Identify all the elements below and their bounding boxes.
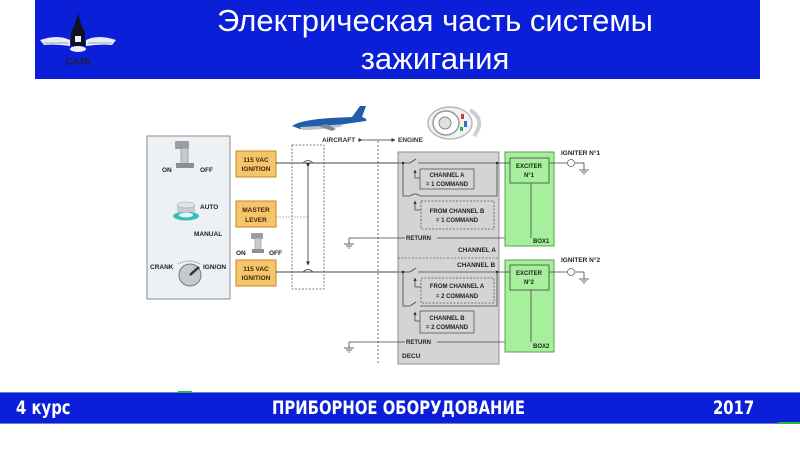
title-line-2: зажигания [360,41,510,76]
relay-contact-1 [302,160,314,164]
cmd-a2-sublabel: = 2 COMMAND [436,294,479,300]
course-label: 4 курс [16,397,71,419]
box2-label: BOX2 [533,344,550,350]
vac-ignition-1-sublabel: IGNITION [242,166,271,173]
vac-ignition-1-label: 115 VAC [243,157,269,164]
return-2-label: RETURN [406,340,431,346]
winged-emblem-icon: САТК [40,13,116,68]
master-lever-box [235,200,277,228]
toggle2-off-label: OFF [269,250,282,257]
engine-label: ENGINE [398,137,424,144]
aircraft-label: AIRCRAFT [322,137,355,144]
ignition-schematic: AIRCRAFT ENGINE ON OFF AUTO MANUAL CRANK… [146,106,600,365]
toggle-off-label: OFF [200,167,213,174]
crank-rotary-switch[interactable] [177,260,202,287]
title-line-1: Электрическая часть системы [217,3,653,38]
from-channel-b-command-1-box [420,200,495,230]
box1-label: BOX1 [533,239,550,245]
ground-icon [344,237,356,249]
from-channel-a-command-2-box [420,277,495,304]
logo-text: САТК [65,57,92,68]
igniter-1-label: IGNITER N°1 [561,149,600,157]
master-lever-label: MASTER [242,207,270,214]
relay-contact-2 [302,269,314,273]
exciter-1-box [509,157,550,184]
footer-accent-line [778,422,800,424]
cmd-a1-sublabel: = 1 COMMAND [426,182,469,188]
cmd-b2-sublabel: = 2 COMMAND [426,325,469,331]
master-lever-sublabel: LEVER [245,217,267,224]
vac-ignition-box-1 [235,150,277,178]
ignition-toggle-switch-2[interactable] [251,233,264,253]
header-band [35,0,760,79]
channel-a-command-1-box [419,168,475,190]
exciter-2-label: EXCITER [516,271,543,277]
auto-manual-selector[interactable] [173,201,199,221]
engine-icon [427,106,482,140]
exciter-2-number: N°2 [524,280,535,286]
cmd-b1-sublabel: = 1 COMMAND [436,218,479,224]
footer-accent-line [178,391,192,393]
ignition-toggle-switch[interactable] [175,141,194,168]
cmd-b1-label: FROM CHANNEL B [430,209,485,215]
subject-label: ПРИБОРНОЕ ОБОРУДОВАНИЕ [272,397,525,419]
crank-label: CRANK [150,264,174,271]
channel-b-label: CHANNEL B [457,262,495,269]
year-label: 2017 ГОД [713,397,755,449]
vac-ignition-box-2 [235,259,277,287]
ground-icon [344,341,356,353]
toggle2-on-label: ON [236,250,246,257]
cmd-a2-label: FROM CHANNEL A [430,284,485,290]
logo: САТК [38,10,118,70]
page-title: Электрическая часть системы зажигания [150,2,720,78]
igniter-2-label: IGNITER N°2 [561,256,600,264]
exciter-1-number: N°1 [524,173,535,179]
igniter-plug-icon [567,159,589,175]
exciter-2-box [509,264,550,291]
return-1-label: RETURN [406,236,431,242]
decu-label: DECU [402,353,421,360]
aircraft-icon [292,106,367,131]
toggle-on-label: ON [162,167,172,174]
channel-a-label: CHANNEL A [458,247,496,254]
footer-band: 4 курс ПРИБОРНОЕ ОБОРУДОВАНИЕ 2017 ГОД [0,392,800,449]
ign-on-label: IGN/ON [203,264,226,271]
auto-label: AUTO [200,204,218,211]
vac-ignition-2-sublabel: IGNITION [242,275,271,282]
cmd-b2-label: CHANNEL B [429,316,465,322]
exciter-1-label: EXCITER [516,164,543,170]
cmd-a1-label: CHANNEL A [429,173,465,179]
channel-b-command-2-box [419,310,475,334]
igniter-plug-icon [567,268,589,284]
vac-ignition-2-label: 115 VAC [243,266,269,273]
manual-label: MANUAL [194,231,222,238]
